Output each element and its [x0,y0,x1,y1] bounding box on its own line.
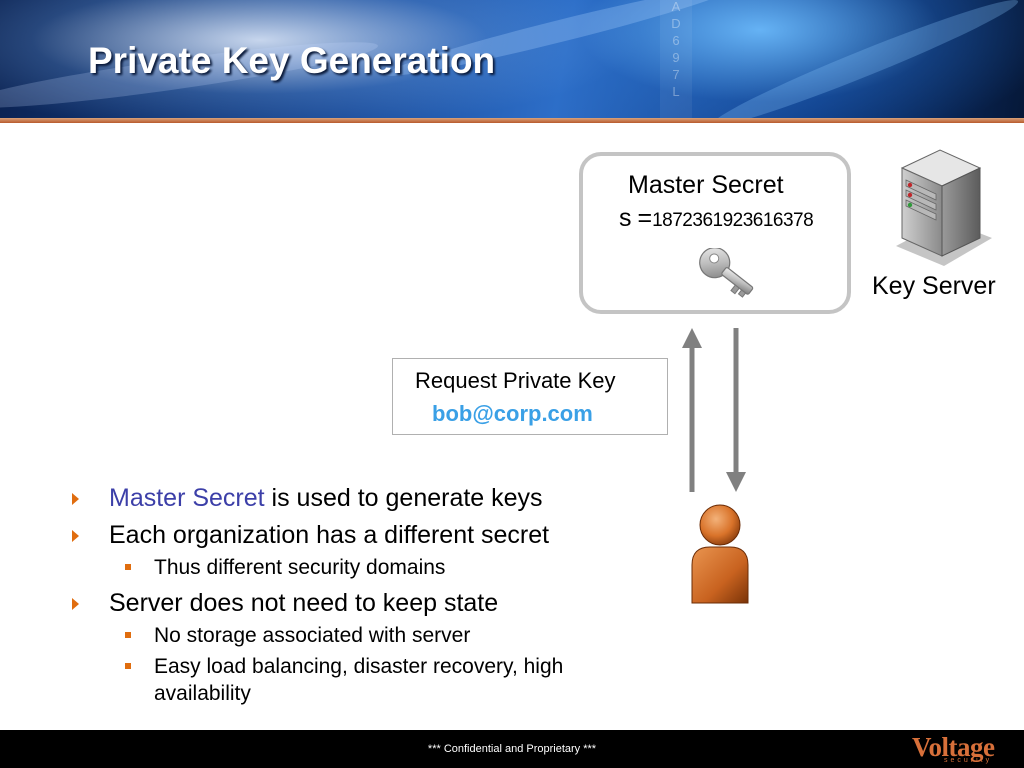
key-icon [699,248,754,298]
bullet-item: Each organization has a different secret [72,519,652,552]
secret-number: 1872361923616378 [652,210,814,231]
sub-bullet-item: Easy load balancing, disaster recovery, … [72,653,652,707]
bullet-text: is used to generate keys [264,484,543,512]
request-label: Request Private Key [415,368,616,393]
master-secret-box [579,152,851,314]
square-bullet-icon [125,632,131,638]
sub-bullet-text: Easy load balancing, disaster recovery, … [154,655,564,705]
request-email: bob@corp.com [432,401,593,426]
key-server-label: Key Server [872,272,996,300]
secret-equals: = [637,204,653,232]
header-digits: A D 6 9 7 L [671,0,681,99]
sub-bullet-item: Thus different security domains [72,554,652,581]
triangle-bullet-icon [72,598,79,610]
voltage-logo: Voltage [912,732,995,762]
server-icon [896,149,992,266]
request-response-arrows [682,328,746,492]
slide-footer: *** Confidential and Proprietary *** Vol… [0,730,1024,768]
request-box [392,358,668,435]
bullet-highlight: Master Secret [109,484,265,512]
footer-confidential: *** Confidential and Proprietary *** [427,743,597,755]
header-digit-column: A D 6 9 7 L [660,0,692,120]
header-streak [707,0,1023,120]
voltage-logo-sub: security [944,757,993,764]
square-bullet-icon [125,564,131,570]
slide-title: Private Key Generation [88,40,496,81]
sub-bullet-text: No storage associated with server [154,624,471,647]
slide-header: A D 6 9 7 L Private Key Generation [0,0,1024,120]
bullet-list: Master Secret is used to generate keys E… [72,482,652,713]
master-secret-value: s=1872361923616378 [619,204,814,233]
header-divider [0,118,1024,123]
bullet-item: Server does not need to keep state [72,587,652,620]
master-secret-title: Master Secret [628,171,784,199]
sub-bullet-item: No storage associated with server [72,622,652,649]
sub-bullet-text: Thus different security domains [154,556,446,579]
triangle-bullet-icon [72,530,79,542]
triangle-bullet-icon [72,493,79,505]
person-icon [691,504,749,604]
secret-variable: s [619,204,632,232]
bullet-item: Master Secret is used to generate keys [72,482,652,515]
square-bullet-icon [125,663,131,669]
arrow-up-icon [682,328,702,492]
bullet-text: Each organization has a different secret [109,521,550,549]
bullet-text: Server does not need to keep state [109,589,499,617]
arrow-down-icon [726,328,746,492]
